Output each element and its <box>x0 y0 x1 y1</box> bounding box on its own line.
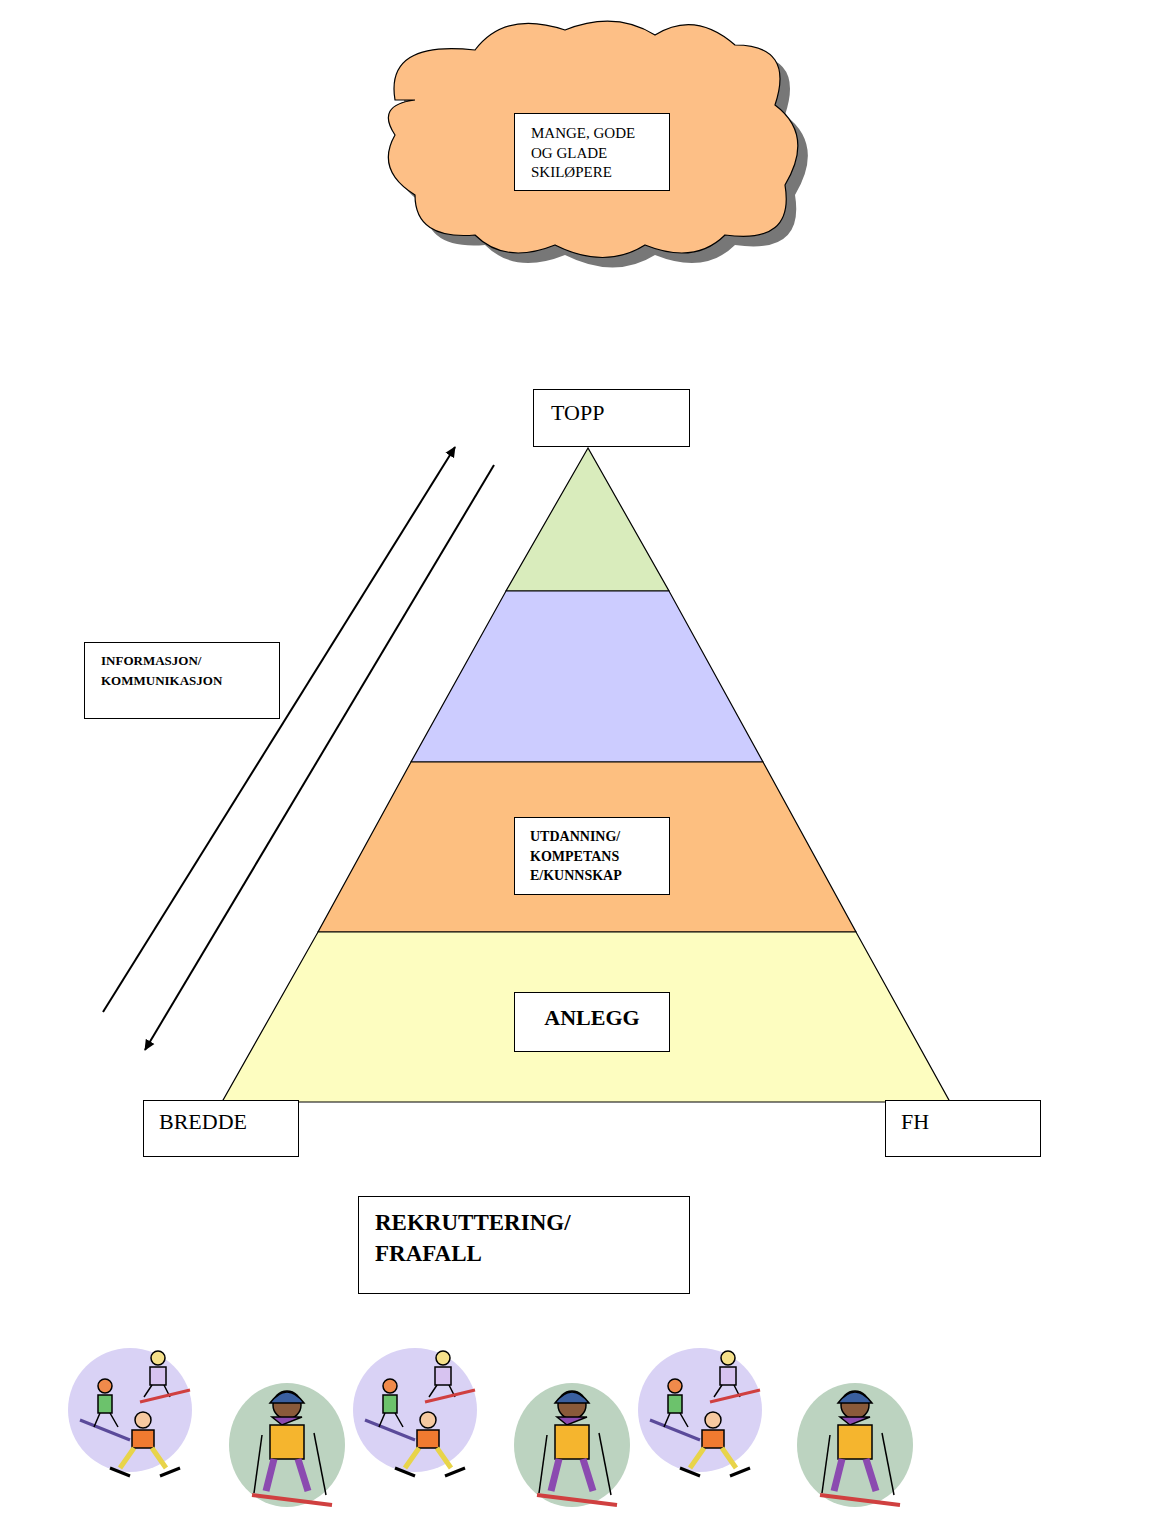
box-label: UTDANNING/ KOMPETANS E/KUNNSKAP <box>530 827 649 886</box>
box-label: FH <box>901 1109 1032 1135</box>
text-box: UTDANNING/ KOMPETANS E/KUNNSKAP <box>514 817 670 895</box>
text-box: INFORMASJON/ KOMMUNIKASJON <box>84 642 280 719</box>
text-box: TOPP <box>533 389 690 447</box>
text-box: ANLEGG <box>514 992 670 1052</box>
box-label: REKRUTTERING/ FRAFALL <box>375 1207 599 1269</box>
box-label: TOPP <box>551 400 673 426</box>
text-box: BREDDE <box>143 1100 299 1157</box>
box-label: BREDDE <box>159 1109 290 1135</box>
text-box: MANGE, GODE OG GLADE SKILØPERE <box>514 113 670 191</box>
box-label: INFORMASJON/ KOMMUNIKASJON <box>101 651 267 690</box>
text-box: FH <box>885 1100 1041 1157</box>
box-label: ANLEGG <box>521 1005 663 1031</box>
text-box: REKRUTTERING/ FRAFALL <box>358 1196 690 1294</box>
box-label: MANGE, GODE OG GLADE SKILØPERE <box>531 124 649 183</box>
